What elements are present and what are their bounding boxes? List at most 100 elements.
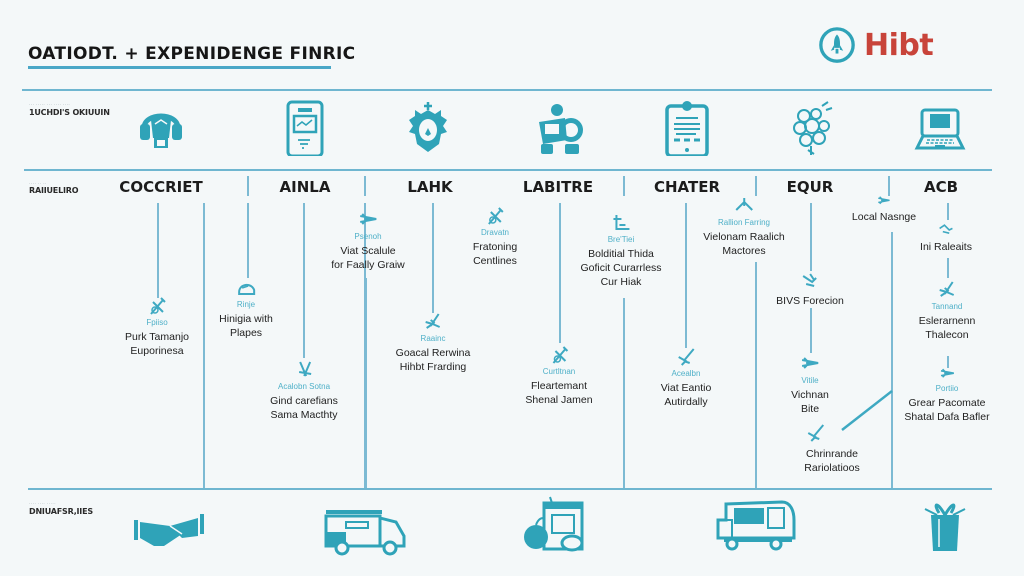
node[interactable]: Local Nasnge	[852, 194, 916, 224]
column-heading: ACB	[923, 178, 959, 196]
connector-line	[559, 203, 561, 343]
connector-line	[623, 298, 625, 488]
node-text: Viat Scalule	[340, 245, 396, 257]
row-top-sublabel: ··· ····· ··· ···· ····	[29, 102, 71, 107]
node-tag: Acealbn	[671, 369, 701, 378]
node-text: Rariolatioos	[804, 462, 860, 474]
node[interactable]: Bre'Tiei Bolditial Thida Goficit Curarrl…	[580, 213, 662, 289]
column-separator	[623, 176, 625, 196]
delivery-person-icon	[535, 100, 585, 156]
splash-icon	[424, 313, 441, 329]
tablet-checklist-icon	[662, 100, 712, 156]
gift-box-icon	[905, 495, 985, 555]
grocery-store-icon	[518, 495, 598, 555]
node-tag: Acalobn Sotna	[277, 382, 331, 391]
node[interactable]: Psenoh Viat Scalule for Faally Graiw	[331, 210, 405, 272]
star-badge-icon	[403, 100, 453, 156]
node[interactable]: Rinje Hinigia with Plapes	[219, 278, 273, 340]
node-text: Centlines	[473, 255, 517, 267]
row-middle-label: RAIIUELIRO	[29, 186, 79, 195]
node-tag: Dravatn	[480, 228, 510, 237]
rocket-circle-icon	[819, 27, 855, 63]
tools-icon	[551, 346, 568, 364]
node[interactable]: Raainc Goacal Rerwina Hihbt Frarding	[396, 312, 470, 374]
connector-line	[157, 203, 159, 298]
node[interactable]: Rallion Farring Vielonam Raalich Mactore…	[703, 196, 785, 258]
node-tag: Vitile	[801, 376, 819, 385]
node[interactable]: Curtltnan Fleartemant Shenal Jamen	[525, 345, 593, 407]
node-text: Hinigia with	[219, 313, 273, 325]
title-underline	[28, 66, 331, 69]
node-text: Chrinrande	[806, 448, 858, 460]
drone-icon	[358, 213, 377, 225]
column-heading: EQUR	[786, 178, 834, 196]
connector-line	[947, 258, 949, 278]
divider-middle	[24, 169, 992, 171]
node-text: Vielonam Raalich	[703, 231, 785, 243]
node-text: Ini Raleaits	[920, 241, 972, 253]
column-heading: COCCRIET	[119, 178, 203, 196]
column-heading: LAHK	[407, 178, 453, 196]
node-tag: Bre'Tiei	[607, 235, 635, 244]
column-separator	[755, 176, 757, 196]
headphones-person-icon	[136, 100, 186, 156]
drone-icon	[939, 368, 955, 379]
node[interactable]: Vitile Vichnan Bite	[791, 354, 829, 416]
row-bottom-label: DNIUAFSR,IIES	[29, 507, 93, 516]
crane-icon	[611, 214, 630, 230]
node-tag: Rinje	[236, 300, 256, 309]
node-tag: Tannand	[931, 302, 963, 311]
node-text: Euporinesa	[130, 345, 184, 357]
row-middle-sublabel: ···· ·· ··	[29, 181, 47, 186]
row-top-label: 1UCHDI'S OKIUUIN	[29, 108, 110, 117]
row-bottom-sublabel: ···· ···· ·····	[29, 501, 57, 506]
node[interactable]: Dravatn Fratoning Centlines	[473, 206, 517, 268]
antenna-icon	[735, 197, 753, 211]
node-text: Grear Pacomate	[908, 397, 986, 409]
drone-icon	[877, 196, 891, 205]
node[interactable]: Acealbn Viat Eantio Autirdally	[660, 347, 712, 409]
node-text: Fleartemant	[530, 380, 588, 392]
node[interactable]: Ini Raleaits	[920, 222, 972, 254]
brand[interactable]: Hibt	[818, 26, 934, 64]
node-tag: Curtltnan	[542, 367, 576, 376]
node-tag: Psenoh	[354, 232, 382, 241]
pen-icon	[678, 348, 695, 366]
node-text: BIVS Forecion	[776, 295, 844, 307]
wrench-icon	[297, 361, 312, 377]
node[interactable]: Acalobn Sotna Gind carefians Sama Mactht…	[270, 360, 338, 422]
node-text: Goficit Curarrless	[580, 262, 662, 274]
node-text: Shenal Jamen	[525, 394, 593, 406]
node-text: Purk Tamanjo	[124, 331, 190, 343]
column-heading: AINLA	[279, 178, 331, 196]
diagonal-connector	[841, 390, 893, 431]
drone-icon	[800, 357, 819, 369]
node-tag: Fpiiso	[146, 318, 168, 327]
column-separator	[364, 176, 366, 196]
page-title: OATIODT. + EXPENIDENGE FINRIC	[28, 44, 356, 64]
node-tag: Portiio	[935, 384, 959, 393]
laptop-icon	[913, 100, 966, 156]
node-text: Mactores	[722, 245, 766, 257]
node[interactable]: Tannand Eslerarnenn Thalecon	[919, 280, 975, 342]
node-tag: Raainc	[420, 334, 446, 343]
node[interactable]: Portiio Grear Pacomate Shatal Dafa Bafle…	[904, 366, 990, 424]
connector-line	[891, 232, 893, 488]
node-text: Shatal Dafa Bafler	[904, 411, 990, 423]
connector-line	[810, 308, 812, 353]
node-text: for Faally Graiw	[331, 259, 405, 271]
node-text: Cur Hiak	[600, 276, 642, 288]
node-text: Bolditial Thida	[588, 248, 654, 260]
column-heading: CHATER	[653, 178, 721, 196]
node-text: Bite	[800, 403, 820, 415]
node[interactable]: Fpiiso Purk Tamanjo Euporinesa	[125, 296, 189, 358]
connector-line	[947, 203, 949, 220]
node[interactable]: BIVS Forecion	[776, 270, 844, 308]
node-text: Autirdally	[664, 396, 708, 408]
node[interactable]: Chrinrande Rariolatioos	[804, 423, 860, 475]
column-separator	[247, 176, 249, 196]
bird-icon	[938, 224, 954, 234]
tools-icon	[149, 297, 166, 315]
tablet-document-icon	[280, 100, 330, 156]
node-text: Viat Eantio	[660, 382, 712, 394]
